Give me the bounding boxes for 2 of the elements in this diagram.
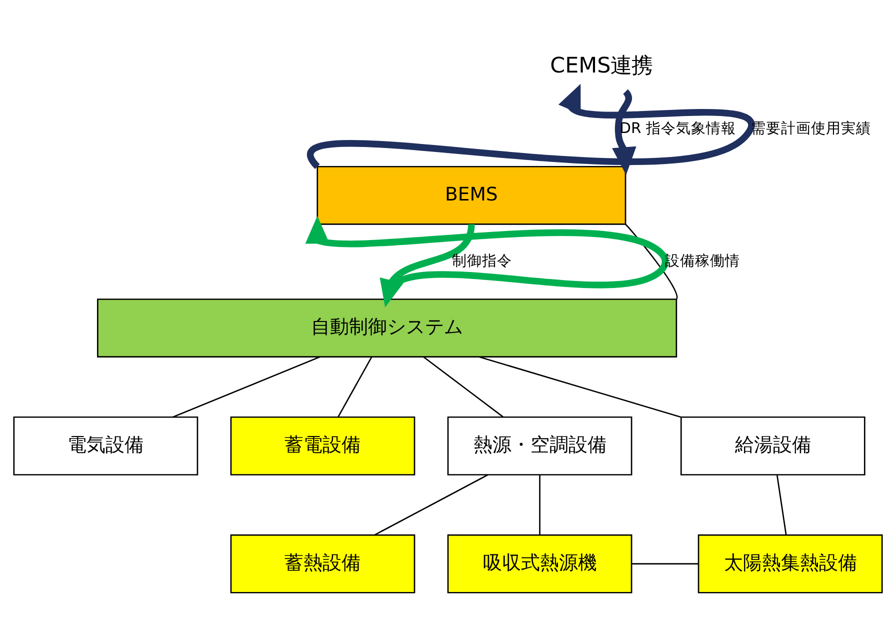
- edge-label: 制御指令: [452, 252, 512, 269]
- node-text: CEMS連携: [550, 53, 653, 78]
